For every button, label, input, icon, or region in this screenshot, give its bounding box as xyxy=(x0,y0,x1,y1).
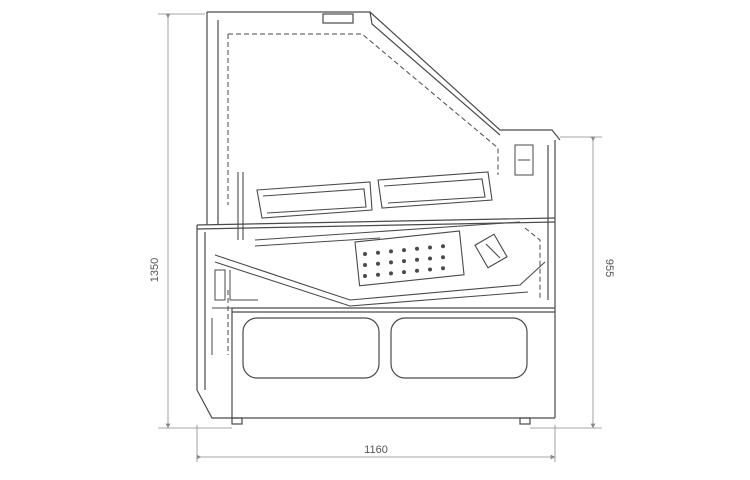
hole-dot xyxy=(363,263,367,267)
height-dimension-1350 xyxy=(158,13,232,429)
hole-dot xyxy=(441,255,445,260)
hole-dot xyxy=(376,250,380,255)
hole-dot xyxy=(402,259,406,264)
hole-dot xyxy=(389,271,393,276)
evaporator-holes xyxy=(363,244,445,278)
height-total-label: 1350 xyxy=(149,258,161,282)
hole-dot xyxy=(428,245,432,250)
height-dimension-955 xyxy=(530,136,602,429)
width-label: 1160 xyxy=(364,444,388,456)
hole-dot xyxy=(363,274,367,278)
hole-dot xyxy=(376,272,380,277)
hole-dot xyxy=(415,246,419,251)
hole-dot xyxy=(389,260,393,265)
hole-dot xyxy=(415,257,419,262)
hole-dot xyxy=(415,268,419,273)
front-panels xyxy=(242,317,528,379)
inner-dashed-outline xyxy=(227,33,541,355)
hole-dot xyxy=(441,244,445,249)
hole-dot xyxy=(428,256,432,261)
display-trays xyxy=(237,171,493,240)
hole-dot xyxy=(389,249,393,254)
evaporator-tank xyxy=(214,221,546,307)
height-front-label: 955 xyxy=(603,259,615,277)
hole-dot xyxy=(402,248,406,253)
cabinet-outline xyxy=(196,11,561,425)
hole-dot xyxy=(363,252,367,256)
hole-dot xyxy=(402,270,406,275)
hole-dot xyxy=(376,261,380,266)
side-details xyxy=(211,144,534,355)
width-dimension-1160 xyxy=(196,425,556,462)
hole-dot xyxy=(441,266,445,271)
hole-dot xyxy=(428,267,432,272)
